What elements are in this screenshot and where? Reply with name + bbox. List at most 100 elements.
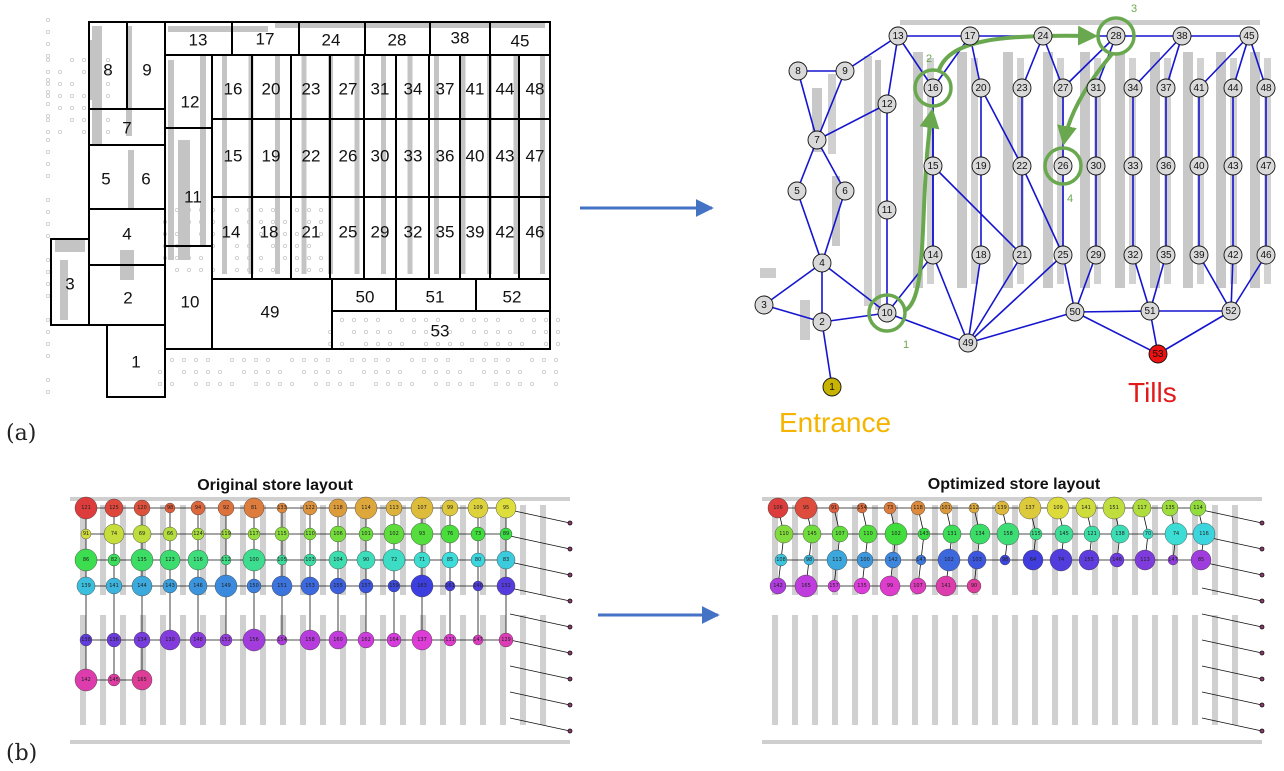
- aisle-shelf: [180, 615, 186, 725]
- graph-node-label-41: 41: [1193, 83, 1205, 94]
- product-node-label: 110: [863, 531, 873, 537]
- graph-node-label-8: 8: [795, 66, 801, 77]
- product-node: [1078, 549, 1100, 571]
- product-node: [276, 554, 288, 566]
- zone-label-3: 3: [65, 275, 74, 294]
- floor-dot: [459, 317, 464, 322]
- graph-edge: [1074, 311, 1159, 355]
- product-node: [271, 575, 293, 597]
- product-node-label: 85: [1198, 557, 1204, 563]
- product-node: [1132, 498, 1152, 518]
- aisle-shelf: [460, 615, 466, 725]
- minor-node: [567, 650, 573, 656]
- floor-dot: [258, 255, 263, 260]
- product-node: [242, 628, 266, 652]
- aisle-shelf: [1052, 615, 1058, 725]
- product-node-label: 121: [81, 505, 91, 511]
- minor-node: [1259, 702, 1265, 708]
- product-node: [133, 499, 151, 517]
- floor-dot: [421, 357, 426, 362]
- product-node: [74, 668, 98, 692]
- product-node: [827, 579, 841, 593]
- floor-dot: [433, 381, 438, 386]
- aisle-shelf: [420, 505, 426, 595]
- product-node: [935, 575, 957, 597]
- product-node: [299, 629, 321, 651]
- product-node-label: 119: [221, 531, 231, 537]
- graph-node-label-11: 11: [882, 205, 893, 216]
- graph-node-label-5: 5: [794, 186, 800, 197]
- graph-edge: [1062, 35, 1117, 89]
- graph-node-label-6: 6: [842, 186, 848, 197]
- floor-dot: [544, 329, 549, 334]
- graph-edge: [967, 254, 1064, 344]
- graph-edge: [897, 35, 934, 89]
- product-node-label: 141: [941, 583, 951, 589]
- floor-dot: [270, 219, 275, 224]
- aisle-shelf: [762, 497, 1262, 501]
- floor-dot: [306, 267, 311, 272]
- optimized-shelves: [762, 497, 1262, 744]
- floor-dot: [544, 341, 549, 346]
- floor-dot: [556, 329, 561, 334]
- aisle-shelf: [540, 505, 546, 595]
- graph-edge: [967, 311, 1076, 344]
- product-node-label: 115: [277, 531, 287, 537]
- product-node: [1029, 527, 1043, 541]
- product-node-label: 102: [944, 557, 954, 563]
- layout-edge: [1201, 561, 1263, 576]
- graph-node-4: [812, 253, 832, 273]
- product-node: [470, 552, 486, 568]
- floor-dot: [306, 219, 311, 224]
- product-node: [385, 499, 403, 517]
- product-node: [909, 577, 927, 595]
- path-ring-16: [913, 68, 953, 108]
- product-node-label: 135: [857, 583, 867, 589]
- zone-label-7: 7: [122, 119, 131, 138]
- product-node: [499, 527, 513, 541]
- aisle-shelf: [812, 505, 818, 595]
- floor-dot: [493, 357, 498, 362]
- floor-dot: [349, 357, 354, 362]
- graph-node-15: [923, 156, 943, 176]
- product-node-label: 117: [1137, 505, 1147, 511]
- floor-dot: [399, 341, 404, 346]
- zone-label-16: 16: [224, 80, 243, 99]
- zone-label-36: 36: [436, 147, 455, 166]
- graph-edge: [796, 190, 823, 264]
- zone-label-4: 4: [122, 225, 131, 244]
- product-node: [444, 580, 456, 592]
- shelf: [222, 56, 227, 274]
- graph-node-label-24: 24: [1037, 31, 1049, 42]
- aisle-shelf: [480, 505, 486, 595]
- graph-node-label-46: 46: [1260, 250, 1272, 261]
- floor-dot: [313, 381, 318, 386]
- aisle-shelf: [380, 615, 386, 725]
- product-node: [358, 578, 374, 594]
- panel-b-label: (b): [6, 741, 38, 766]
- product-node: [1018, 496, 1042, 520]
- product-node-label: 116: [1199, 531, 1209, 537]
- graph-edge: [763, 262, 823, 306]
- graph-node-10: [877, 303, 897, 323]
- minor-node: [1259, 728, 1265, 734]
- graph-edge: [886, 35, 899, 105]
- floor-dot: [46, 269, 51, 274]
- zone-label-53: 53: [431, 322, 450, 341]
- graph-edge: [932, 254, 969, 344]
- product-node: [1075, 497, 1097, 519]
- product-node-label: 107: [913, 583, 923, 589]
- floor-dot: [282, 243, 287, 248]
- aisle-shelf: [772, 505, 778, 595]
- graph-edge: [932, 35, 971, 89]
- product-node-label: 109: [473, 505, 483, 511]
- tills-label: Tills: [1128, 377, 1177, 408]
- zone-label-25: 25: [339, 223, 358, 242]
- graph-node-14: [923, 245, 943, 265]
- graph-node-12: [877, 94, 897, 114]
- path-step-label: 3: [1131, 3, 1137, 15]
- graph-shelf: [1216, 52, 1226, 288]
- product-node-label: 145: [807, 531, 817, 537]
- zone-label-11: 11: [184, 188, 202, 207]
